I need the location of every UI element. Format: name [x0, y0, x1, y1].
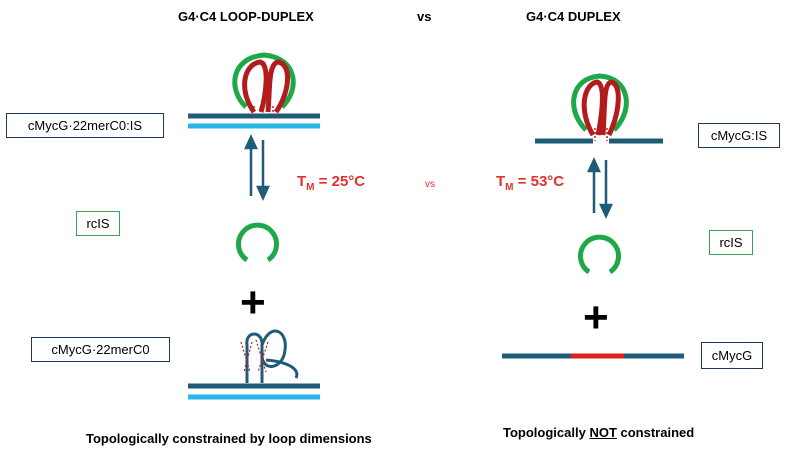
- right-rcis-label: rcIS: [709, 230, 753, 255]
- right-complex-label: cMycG:IS: [698, 123, 780, 148]
- left-strand-label: cMycG·22merC0: [31, 337, 170, 362]
- right-duplex-figure: [535, 73, 663, 144]
- left-equilibrium-arrows: [244, 133, 270, 202]
- right-melting-temperature: TM = 53°C: [496, 173, 565, 193]
- right-caption: Topologically NOT constrained: [503, 425, 695, 440]
- left-rcis-label: rcIS: [76, 211, 120, 236]
- left-melting-temperature: TM = 25°C: [297, 173, 366, 193]
- right-plus-sign: +: [583, 293, 609, 342]
- right-equilibrium-arrows: [587, 156, 613, 220]
- right-strand-label: cMycG: [701, 342, 763, 369]
- melting-vs: vs: [425, 179, 435, 190]
- left-complex-label: cMycG·22merC0:IS: [6, 113, 164, 138]
- left-caption: Topologically constrained by loop dimens…: [86, 431, 372, 446]
- left-strand-figure: [188, 329, 320, 400]
- not-emphasis: NOT: [589, 425, 617, 440]
- right-heading: G4·C4 DUPLEX: [526, 9, 621, 24]
- right-rcis-arc: [578, 234, 621, 275]
- left-loop-duplex-figure: [188, 52, 320, 129]
- left-plus-sign: +: [240, 278, 266, 327]
- vs-heading: vs: [417, 9, 432, 24]
- left-heading: G4·C4 LOOP-DUPLEX: [178, 9, 314, 24]
- left-rcis-arc: [236, 222, 279, 263]
